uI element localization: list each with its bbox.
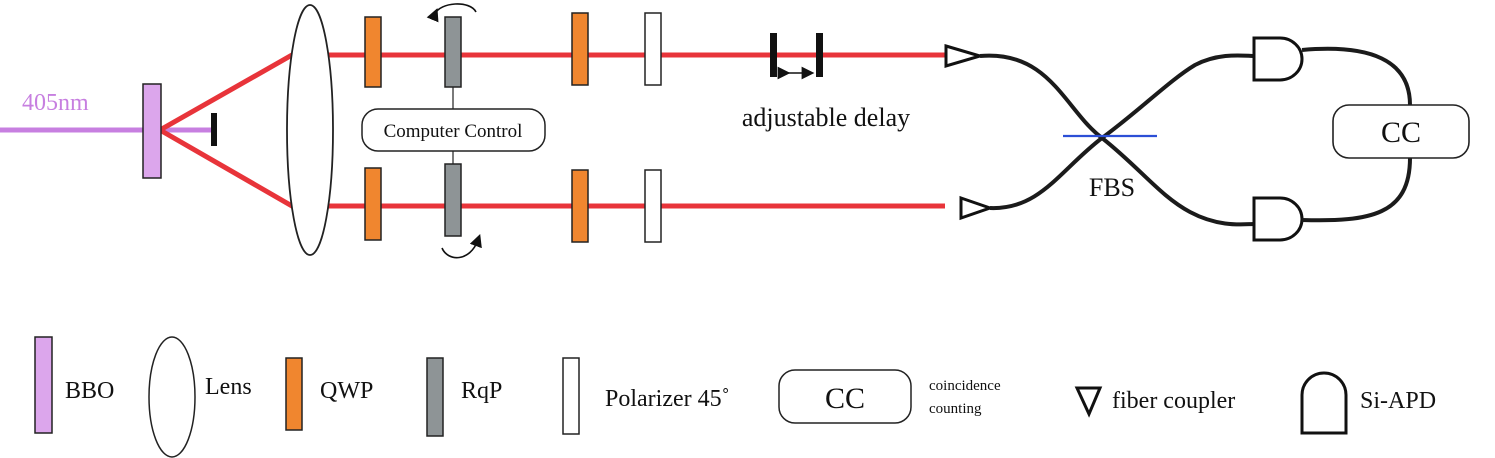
legend-d-shape-detector-icon xyxy=(1300,371,1348,435)
fbs-label: FBS xyxy=(1089,173,1135,202)
cable-lower-detector-cc xyxy=(1301,157,1412,223)
delay-mirror-1 xyxy=(770,33,777,77)
qwp-lower-1 xyxy=(364,167,382,241)
d-shape-detector-icon xyxy=(1252,196,1304,242)
rqp-lower xyxy=(444,163,462,237)
legend-cc-desc-line1: coincidence xyxy=(929,378,1001,394)
legend-rqp-swatch xyxy=(426,357,444,437)
legend-si-apd-label: Si-APD xyxy=(1360,388,1436,414)
legend-cc-box-label: CC xyxy=(825,382,865,415)
legend-qwp-swatch xyxy=(285,357,303,431)
legend-rqp-label: RqP xyxy=(461,378,502,404)
computer-control-box xyxy=(361,108,546,152)
coincidence-counter-box xyxy=(1332,104,1470,159)
adjustable-delay-label: adjustable delay xyxy=(742,103,910,132)
lower-beam xyxy=(158,127,945,209)
triangle-coupler-icon xyxy=(959,195,995,221)
triangle-coupler-icon xyxy=(944,43,986,69)
legend-polarizer-swatch xyxy=(562,357,580,435)
legend-polarizer-label: Polarizer 45˚ xyxy=(605,386,730,412)
delay-mirror-2 xyxy=(816,33,823,77)
beam-dump xyxy=(211,113,217,146)
qwp-lower-2 xyxy=(571,169,589,243)
legend-bbo-label: BBO xyxy=(65,378,114,404)
rotate-arrow-icon xyxy=(441,233,482,259)
legend-lens-swatch xyxy=(148,336,196,458)
legend-cc-swatch xyxy=(778,369,912,424)
legend-cc-desc-line2: counting xyxy=(929,401,982,417)
wavelength-label: 405nm xyxy=(22,90,89,116)
rotate-arrow-icon xyxy=(426,3,477,23)
polarizer-upper xyxy=(644,12,662,86)
d-shape-detector-icon xyxy=(1252,36,1304,82)
legend-bbo-swatch xyxy=(34,336,53,434)
cable-upper-detector-cc xyxy=(1301,46,1412,106)
polarizer-lower xyxy=(644,169,662,243)
fiber-lower-to-upper-detector xyxy=(989,53,1255,211)
legend-fiber-coupler-label: fiber coupler xyxy=(1112,388,1235,414)
qwp-upper-1 xyxy=(364,16,382,88)
lens xyxy=(286,4,334,256)
cc-label: CC xyxy=(1381,116,1421,149)
legend-triangle-coupler-icon xyxy=(1074,386,1103,418)
legend-qwp-label: QWP xyxy=(320,378,373,404)
qwp-upper-2 xyxy=(571,12,589,86)
fiber-upper-to-lower-detector xyxy=(979,53,1255,227)
rqp-upper xyxy=(444,16,462,88)
computer-control-label: Computer Control xyxy=(384,121,523,142)
legend-lens-label: Lens xyxy=(205,374,252,400)
bbo-crystal xyxy=(142,83,162,179)
